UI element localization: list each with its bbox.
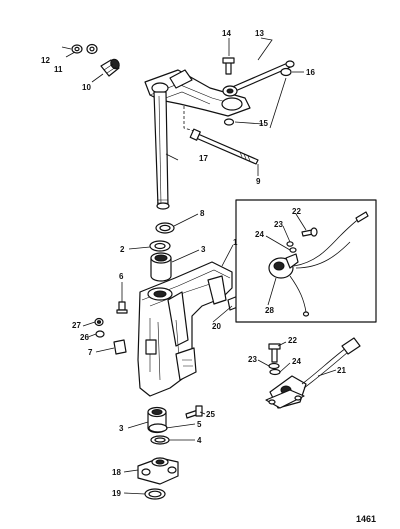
callout-16: 16 bbox=[306, 68, 315, 77]
callout-1: 1 bbox=[233, 238, 238, 247]
trim-sender-inset bbox=[235, 199, 377, 323]
callout-28: 28 bbox=[265, 306, 274, 315]
screw-part-22 bbox=[268, 343, 281, 363]
tie-bolt-part-9 bbox=[189, 128, 259, 165]
callout-25: 25 bbox=[206, 410, 215, 419]
callout-6: 6 bbox=[119, 272, 124, 281]
washer-part-11 bbox=[71, 44, 83, 54]
trim-sender-part-21 bbox=[265, 337, 361, 409]
locknut-part-16 bbox=[280, 67, 292, 77]
sender-lead bbox=[289, 275, 307, 313]
nut-part-12 bbox=[86, 43, 98, 55]
callout-20: 20 bbox=[212, 322, 221, 331]
washer-part-23-inset bbox=[286, 241, 294, 247]
washer-part-24 bbox=[269, 368, 281, 376]
sender-harness-2 bbox=[303, 351, 349, 389]
screw-part-25 bbox=[185, 405, 203, 419]
tie-bolt-path bbox=[183, 106, 199, 133]
sender-wire bbox=[293, 217, 361, 267]
trim-sender-part-28 bbox=[268, 253, 299, 279]
callout-14: 14 bbox=[222, 29, 231, 38]
washer-part-5 bbox=[148, 423, 168, 433]
seal-part-8 bbox=[155, 222, 175, 234]
callout-19: 19 bbox=[112, 489, 121, 498]
callout-21: 21 bbox=[337, 366, 346, 375]
nut-part-27 bbox=[94, 317, 104, 327]
bushing-part-7 bbox=[113, 339, 127, 355]
callout-8: 8 bbox=[200, 209, 205, 218]
callout-labels: 12 11 10 14 13 16 15 17 9 8 2 3 1 6 20 2… bbox=[41, 29, 346, 498]
callout-4: 4 bbox=[197, 436, 202, 445]
callout-24: 24 bbox=[292, 357, 301, 366]
screw-part-22-inset bbox=[301, 227, 318, 237]
callout-3-upper: 3 bbox=[201, 245, 206, 254]
callout-27: 27 bbox=[72, 321, 81, 330]
washer-part-24-inset bbox=[289, 247, 297, 253]
callout-13: 13 bbox=[255, 29, 264, 38]
sender-harness bbox=[301, 347, 347, 385]
seal-part-19 bbox=[144, 488, 166, 500]
callout-9: 9 bbox=[256, 177, 261, 186]
steering-link-rod-13 bbox=[222, 60, 295, 97]
callout-26: 26 bbox=[80, 333, 89, 342]
callout-15: 15 bbox=[259, 119, 268, 128]
callout-23: 23 bbox=[248, 355, 257, 364]
seal-part-4 bbox=[150, 435, 170, 445]
washer-part-2 bbox=[149, 240, 171, 252]
callout-22: 22 bbox=[288, 336, 297, 345]
sender-wire-2 bbox=[295, 241, 351, 269]
figure-number: 1461 bbox=[356, 514, 376, 524]
upper-bushing-part-3 bbox=[150, 252, 172, 282]
callout-12: 12 bbox=[41, 56, 50, 65]
grease-fitting-part-6 bbox=[116, 301, 128, 314]
leader-lines bbox=[61, 37, 337, 495]
nut-part-15 bbox=[223, 118, 235, 126]
swivel-bracket-part-1 bbox=[137, 261, 233, 397]
callout-23-inset: 23 bbox=[274, 220, 283, 229]
washer-part-23 bbox=[268, 362, 280, 370]
callout-17: 17 bbox=[199, 154, 208, 163]
yoke-part-18 bbox=[137, 457, 179, 485]
callout-2: 2 bbox=[120, 245, 125, 254]
callout-7: 7 bbox=[88, 348, 93, 357]
bolt-part-14 bbox=[222, 57, 235, 75]
callout-11: 11 bbox=[54, 65, 63, 74]
bushing-part-10 bbox=[100, 58, 120, 77]
callout-24-inset: 24 bbox=[255, 230, 264, 239]
callout-22-inset: 22 bbox=[292, 207, 301, 216]
callout-5: 5 bbox=[197, 420, 202, 429]
callout-10: 10 bbox=[82, 83, 91, 92]
callout-3-lower: 3 bbox=[119, 424, 124, 433]
callout-18: 18 bbox=[112, 468, 121, 477]
steering-arm-bracket bbox=[144, 69, 251, 117]
washer-part-26 bbox=[95, 330, 105, 338]
steering-tube-part-17 bbox=[153, 91, 170, 210]
